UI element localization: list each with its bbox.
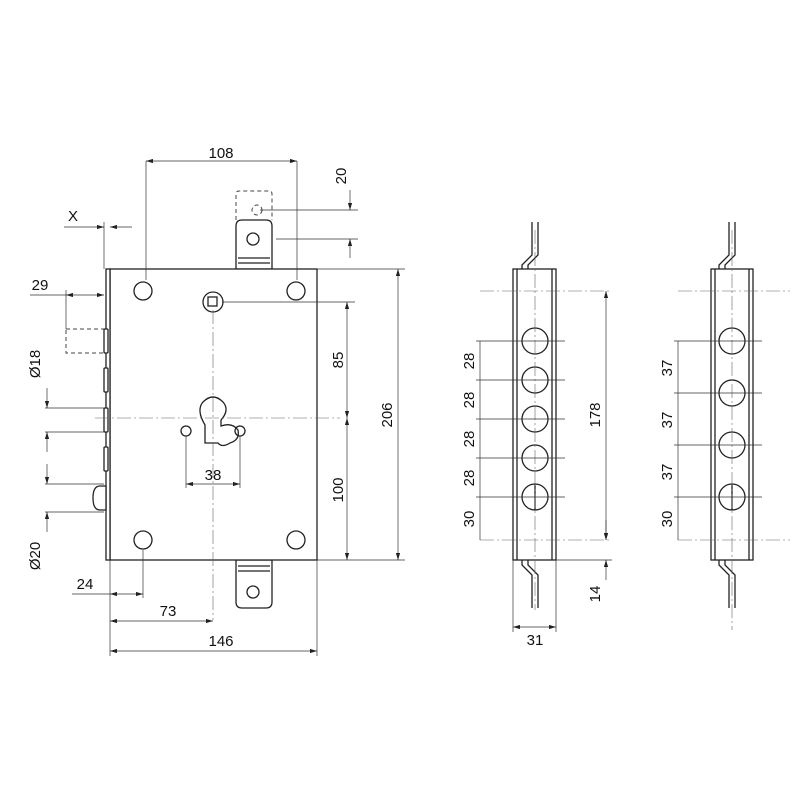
dim-100: 100: [330, 477, 347, 502]
dim-28-3: 28: [461, 431, 478, 448]
lock-case: [109, 268, 318, 561]
dim-24: 24: [77, 576, 94, 593]
dim-85: 85: [330, 352, 347, 369]
tab-extended-outline: [235, 190, 273, 220]
dim-x: X: [68, 208, 78, 225]
dim-37-2: 37: [659, 412, 676, 429]
dim-diameter-18: Ø18: [27, 350, 44, 378]
dim-30-b: 30: [659, 511, 676, 528]
dim-38: 38: [205, 467, 222, 484]
dim-31: 31: [527, 632, 544, 649]
dim-108: 108: [208, 145, 233, 162]
dim-28-4: 28: [461, 470, 478, 487]
keyhole: [199, 396, 239, 447]
dim-178: 178: [587, 402, 604, 427]
lock-body: [65, 190, 340, 620]
bolt-strip-5: 28 28 28 28 30 178 14 31: [461, 222, 612, 649]
bottom-tab: [235, 559, 273, 609]
dim-20: 20: [333, 168, 350, 185]
bolt-strip-4: 37 37 37 30: [659, 222, 790, 630]
dim-37-1: 37: [659, 360, 676, 377]
dim-206: 206: [379, 402, 396, 427]
dim-30: 30: [461, 511, 478, 528]
latch: [92, 485, 107, 511]
dim-28-1: 28: [461, 353, 478, 370]
dim-28-2: 28: [461, 392, 478, 409]
dim-29: 29: [32, 277, 49, 294]
dim-14: 14: [587, 586, 604, 603]
dim-37-3: 37: [659, 464, 676, 481]
dim-73: 73: [160, 603, 177, 620]
lock-dimensions: 108 20 X 29 Ø18 Ø20 85 100 206 38 24 73 …: [27, 145, 405, 656]
dim-146: 146: [208, 633, 233, 650]
dim-diameter-20: Ø20: [27, 542, 44, 570]
